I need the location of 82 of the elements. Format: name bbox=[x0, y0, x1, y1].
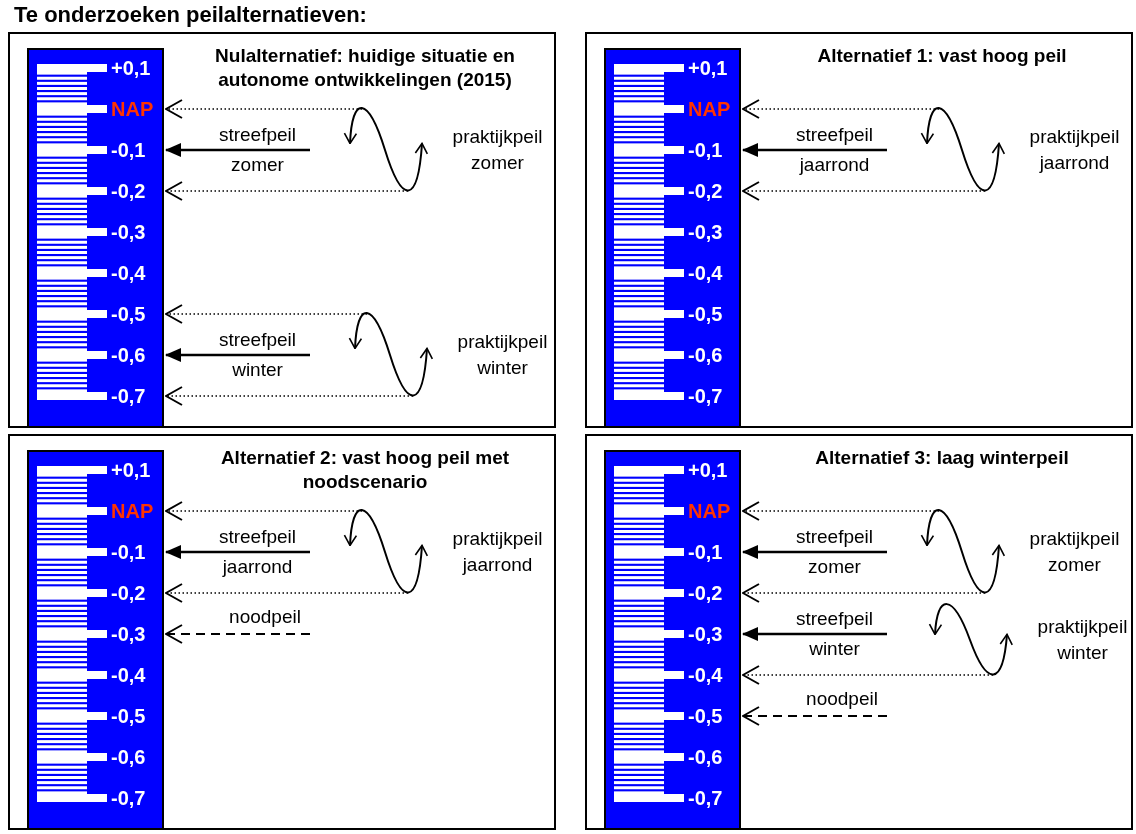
arrow bbox=[742, 706, 888, 726]
scale-value: -0,2 bbox=[111, 581, 146, 605]
scale-value: -0,3 bbox=[111, 622, 146, 646]
scale-value: -0,2 bbox=[111, 179, 146, 203]
scale-value: -0,7 bbox=[688, 786, 723, 810]
scale-value: +0,1 bbox=[111, 458, 151, 482]
panel-heading: Alternatief 1: vast hoog peil bbox=[816, 44, 1068, 68]
arrow bbox=[165, 545, 310, 559]
scale-value: -0,7 bbox=[111, 384, 146, 408]
panel-frame bbox=[8, 32, 556, 428]
arrow bbox=[742, 181, 986, 201]
arrow bbox=[165, 583, 409, 603]
scale-value: -0,1 bbox=[688, 138, 723, 162]
level-label: praktijkpeil zomer bbox=[451, 125, 544, 175]
scale-value: -0,7 bbox=[111, 786, 146, 810]
scale-value: -0,4 bbox=[111, 261, 146, 285]
water-level-gauge bbox=[27, 48, 164, 428]
panel-heading: Nulalternatief: huidige situatie en autonome ontwikkelingen (2015) bbox=[214, 44, 516, 92]
scale-value: -0,5 bbox=[111, 704, 146, 728]
level-label: praktijkpeil jaarrond bbox=[1028, 125, 1121, 175]
arrow bbox=[165, 624, 311, 644]
scale-value: -0,3 bbox=[688, 622, 723, 646]
scale-value: NAP bbox=[111, 97, 154, 121]
scale-value: -0,3 bbox=[688, 220, 723, 244]
edge-label: streefpeil winter bbox=[794, 607, 875, 661]
arrow bbox=[165, 304, 368, 324]
edge-label: streefpeil jaarrond bbox=[794, 123, 875, 177]
level-label: praktijkpeil jaarrond bbox=[451, 527, 544, 577]
scale-value: +0,1 bbox=[111, 56, 151, 80]
water-level-gauge bbox=[27, 450, 164, 830]
scale-value: +0,1 bbox=[688, 56, 728, 80]
arrow bbox=[165, 181, 409, 201]
panel-frame bbox=[585, 434, 1133, 830]
scale-value: -0,6 bbox=[111, 343, 146, 367]
scale-value: -0,1 bbox=[688, 540, 723, 564]
scale-value: -0,4 bbox=[688, 261, 723, 285]
scale-value: -0,6 bbox=[688, 745, 723, 769]
scale-value: +0,1 bbox=[688, 458, 728, 482]
scale-value: NAP bbox=[111, 499, 154, 523]
edge-label: streefpeil jaarrond bbox=[217, 525, 298, 579]
arrow bbox=[165, 501, 363, 521]
panel-frame bbox=[585, 32, 1133, 428]
scale-value: -0,5 bbox=[688, 302, 723, 326]
scale-value: -0,5 bbox=[688, 704, 723, 728]
scale-value: -0,2 bbox=[688, 179, 723, 203]
arrow bbox=[165, 348, 310, 362]
arrow bbox=[742, 583, 986, 603]
level-label: praktijkpeil winter bbox=[456, 330, 549, 380]
scale-value: -0,2 bbox=[688, 581, 723, 605]
panel-heading: Alternatief 2: vast hoog peil met noodscenario bbox=[219, 446, 511, 494]
scale-value: -0,6 bbox=[688, 343, 723, 367]
arrow bbox=[165, 99, 363, 119]
level-label: praktijkpeil zomer bbox=[1028, 527, 1121, 577]
panel-heading: Alternatief 3: laag winterpeil bbox=[814, 446, 1070, 470]
panel-frame bbox=[8, 434, 556, 830]
diagram-title: Te onderzoeken peilalternatieven: bbox=[14, 2, 367, 28]
scale-value: -0,6 bbox=[111, 745, 146, 769]
arrow bbox=[742, 143, 887, 157]
scale-value: -0,4 bbox=[688, 663, 723, 687]
edge-label: streefpeil winter bbox=[217, 328, 298, 382]
arrow bbox=[165, 386, 414, 406]
scale-value: -0,1 bbox=[111, 540, 146, 564]
scale-value: -0,7 bbox=[688, 384, 723, 408]
water-level-gauge bbox=[604, 48, 741, 428]
scale-value: -0,4 bbox=[111, 663, 146, 687]
arrow bbox=[165, 143, 310, 157]
scale-value: -0,5 bbox=[111, 302, 146, 326]
edge-label: streefpeil zomer bbox=[217, 123, 298, 177]
scale-value: -0,1 bbox=[111, 138, 146, 162]
arrow bbox=[742, 501, 940, 521]
edge-label: noodpeil bbox=[805, 687, 879, 711]
scale-value: NAP bbox=[688, 97, 731, 121]
edge-label: streefpeil zomer bbox=[794, 525, 875, 579]
water-level-gauge bbox=[604, 450, 741, 830]
scale-value: -0,3 bbox=[111, 220, 146, 244]
scale-value: NAP bbox=[688, 499, 731, 523]
arrow bbox=[742, 665, 994, 685]
arrow bbox=[742, 99, 940, 119]
edge-label: noodpeil bbox=[228, 605, 302, 629]
arrow bbox=[742, 627, 887, 641]
level-label: praktijkpeil winter bbox=[1036, 615, 1129, 665]
arrow bbox=[742, 545, 887, 559]
